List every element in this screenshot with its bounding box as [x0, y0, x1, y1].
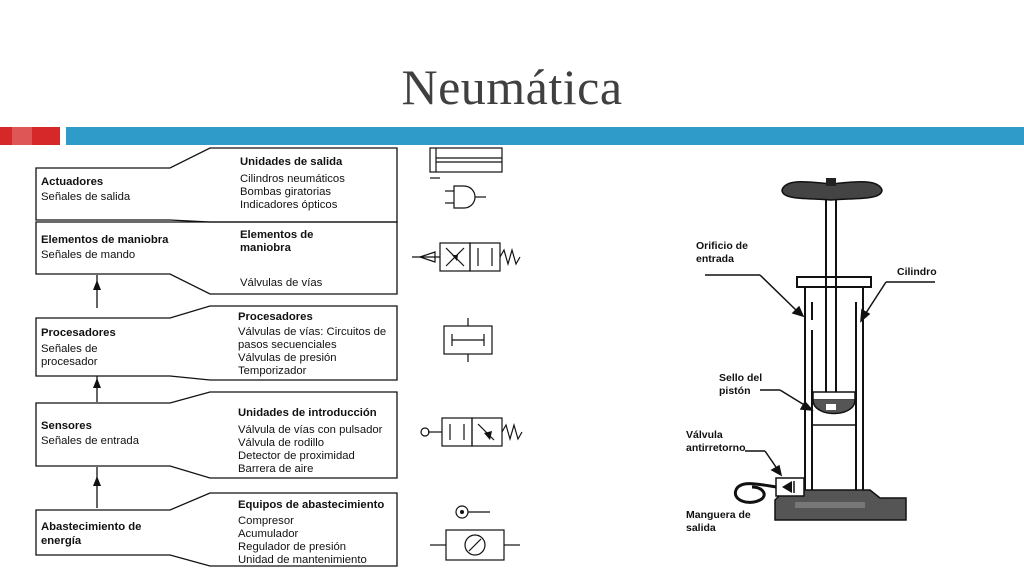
label-cylinder: Cilindro: [897, 266, 937, 278]
level-2-left-title: Elementos de maniobra: [41, 234, 169, 246]
level-4-left-title: Sensores: [41, 420, 92, 432]
level-3-item: Válvulas de presión: [238, 352, 337, 364]
pump-cylinder-body: [796, 276, 872, 490]
level-shape-3: [35, 305, 398, 381]
level-2-right-title: Elementos de: [240, 229, 313, 241]
level-shape-2: [35, 221, 398, 295]
level-3-right-title: Procesadores: [238, 311, 313, 323]
level-shape-4: [35, 391, 398, 479]
label-inlet: Orificio de: [696, 240, 748, 252]
level-4-left-sub: Señales de entrada: [41, 435, 140, 447]
maintenance-unit-symbol-icon: [430, 529, 520, 561]
level-1-item: Indicadores ópticos: [240, 199, 338, 211]
level-4-item: Detector de proximidad: [238, 450, 355, 462]
level-5-item: Acumulador: [238, 528, 299, 540]
level-1-left-sub: Señales de salida: [41, 191, 131, 203]
level-3-item: pasos secuenciales: [238, 339, 337, 351]
level-3-left-sub: Señales de: [41, 343, 98, 355]
level-1-right-title: Unidades de salida: [240, 156, 343, 168]
title-accent-bar-highlight: [12, 127, 32, 145]
level-5-right-title: Equipos de abastecimiento: [238, 499, 384, 511]
piston-seal-shape: [812, 391, 856, 415]
title-accent-bar-blue: [66, 127, 1024, 145]
level-5-item: Compresor: [238, 515, 294, 527]
level-3-item: Temporizador: [238, 365, 307, 377]
level-3-item: Válvulas de vías: Circuitos de: [238, 326, 386, 338]
level-4-item: Válvula de rodillo: [238, 437, 324, 449]
flow-arrow-1: [93, 280, 101, 290]
level-5-item: Unidad de mantenimiento: [238, 554, 367, 566]
level-4-right-title: Unidades de introducción: [238, 407, 377, 419]
level-1-left-title: Actuadores: [41, 176, 103, 188]
level-2-item: Válvulas de vías: [240, 277, 323, 289]
label-check-valve: Válvula: [686, 429, 723, 441]
slide-title: Neumática: [401, 59, 623, 115]
level-3-left-title: Procesadores: [41, 327, 116, 339]
level-5-left-title: Abastecimiento de: [41, 521, 141, 533]
level-3-left-sub: procesador: [41, 356, 98, 368]
level-4-item: Válvula de vías con pulsador: [238, 424, 383, 436]
label-inlet: entrada: [696, 253, 734, 265]
level-1-item: Bombas giratorias: [240, 186, 331, 198]
pressure-source-symbol-icon: [455, 505, 490, 519]
level-5-item: Regulador de presión: [238, 541, 346, 553]
level-2-right-title: maniobra: [240, 242, 292, 254]
level-1-item: Cilindros neumáticos: [240, 173, 345, 185]
flow-arrow-3: [93, 476, 101, 486]
level-2-left-sub: Señales de mando: [41, 249, 135, 261]
pump-handle: [781, 181, 883, 201]
processor-valve-symbol-icon: [443, 318, 493, 362]
pushbutton-valve-symbol-icon: [420, 417, 523, 447]
label-piston-seal: pistón: [719, 385, 751, 397]
label-check-valve: antirretorno: [686, 442, 746, 454]
label-outlet-hose: Manguera de: [686, 509, 751, 521]
cylinder-symbol-icon: [429, 147, 503, 179]
level-shape-5: [35, 492, 398, 567]
rotary-motor-symbol-icon: [445, 185, 486, 209]
label-outlet-hose: salida: [686, 522, 716, 534]
label-piston-seal: Sello del: [719, 372, 762, 384]
check-valve-shape: [775, 477, 805, 497]
pump-piston-rod: [825, 200, 837, 392]
outlet-hose: [733, 482, 777, 504]
level-5-left-sub: energía: [41, 535, 82, 547]
flow-arrow-2: [93, 378, 101, 388]
level-4-item: Barrera de aire: [238, 463, 313, 475]
